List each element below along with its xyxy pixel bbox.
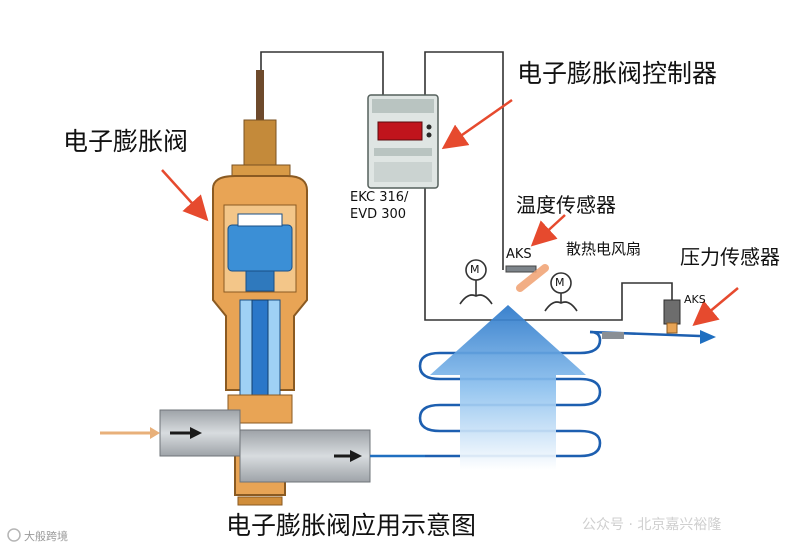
valve-cable (256, 70, 264, 165)
pressure-sensor-label: 压力传感器 (680, 245, 780, 269)
fan-right-motor-symbol: M (555, 276, 565, 289)
temp-sensor-element (505, 265, 537, 273)
controller-unit (367, 94, 439, 189)
watermark-logo-icon (7, 528, 21, 542)
fan-left-motor-symbol: M (470, 263, 480, 276)
fan-right (544, 272, 578, 312)
valve-label: 电子膨胀阀 (63, 127, 189, 156)
controller-model-2: EVD 300 (350, 207, 407, 222)
pressure-sensor-model: AKS (684, 293, 706, 306)
pressure-sensor-body (663, 299, 681, 334)
outlet-flow-arrow (700, 330, 716, 344)
valve-pipes (159, 409, 371, 483)
control-wiring (260, 51, 673, 321)
diagram-title: 电子膨胀阀应用示意图 (226, 511, 477, 540)
pipe-sensor-clamp (602, 332, 624, 339)
watermark-left: 大般跨境 (24, 530, 68, 543)
controller-model-1: EKC 316/ (350, 190, 409, 205)
fan-callout-arrow (516, 264, 549, 292)
controller-label: 电子膨胀阀控制器 (517, 59, 718, 88)
watermark-right: 公众号 · 北京嘉兴裕隆 (582, 517, 722, 533)
temp-sensor-model: AKS (506, 247, 532, 262)
fan-left (459, 259, 493, 305)
airflow-arrow (430, 305, 586, 470)
callout-arrows (161, 98, 739, 327)
valve-body (211, 119, 309, 506)
temp-sensor-label: 温度传感器 (516, 193, 616, 217)
fan-label: 散热电风扇 (566, 240, 642, 258)
